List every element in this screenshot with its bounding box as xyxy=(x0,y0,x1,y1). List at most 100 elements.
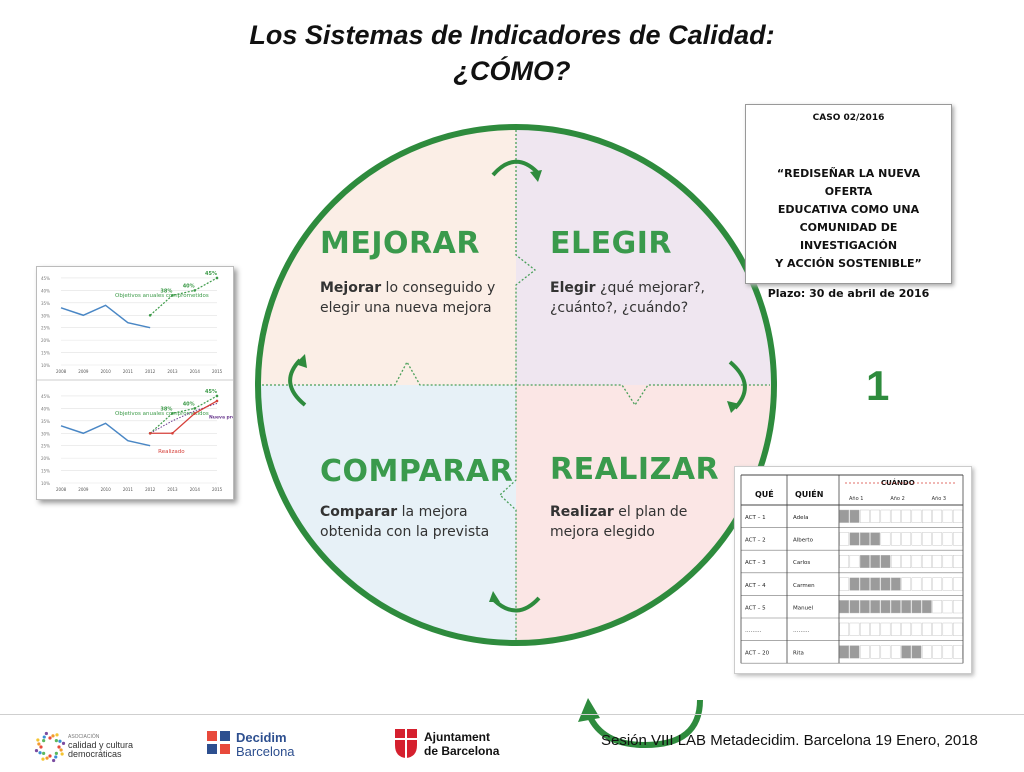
gantt-cell xyxy=(911,622,922,636)
realizado-point xyxy=(215,399,219,403)
y-tick-label: 10% xyxy=(41,481,50,486)
gantt-cell xyxy=(942,532,953,546)
vertical-divider xyxy=(499,130,537,640)
goal-series-line xyxy=(149,395,218,434)
decidim-logo-line: Decidim xyxy=(236,730,287,745)
gantt-cell xyxy=(932,554,943,568)
x-tick-label: 2009 xyxy=(78,369,89,374)
logo-dot xyxy=(45,756,49,760)
goal-point xyxy=(171,294,174,297)
logo-dot xyxy=(61,741,66,745)
cycle-arrowhead-right xyxy=(727,401,740,413)
cycle-circle xyxy=(255,124,777,646)
gantt-cell xyxy=(911,600,922,614)
gantt-cell xyxy=(870,600,881,614)
realizado-point xyxy=(148,431,152,435)
comparar-desc-rest: la mejora xyxy=(397,504,468,520)
y-tick-label: 40% xyxy=(41,406,50,411)
gantt-cell xyxy=(901,622,912,636)
ajuntament-logo-line: de Barcelona xyxy=(424,744,500,758)
mejorar-desc-bold: Mejorar xyxy=(320,280,382,296)
goal-point xyxy=(215,276,219,280)
gantt-cell xyxy=(921,622,932,636)
case-heading-line: “REDISEÑAR LA NUEVA OFERTA xyxy=(776,167,921,198)
y-tick-label: 10% xyxy=(41,363,50,368)
decidim-logo-icon xyxy=(207,731,230,754)
x-tick-label: 2013 xyxy=(167,369,178,374)
big-cycle-arrow xyxy=(585,699,703,749)
y-tick-label: 30% xyxy=(41,313,50,318)
y-tick-label: 35% xyxy=(41,301,50,306)
gantt-cell xyxy=(942,622,953,636)
gantt-cell xyxy=(839,577,850,591)
gantt-cell xyxy=(911,645,922,659)
case-code: CASO 02/2016 xyxy=(812,113,885,123)
gantt-cell xyxy=(859,509,870,523)
goal-series-line xyxy=(149,277,218,316)
mejorar-title: MEJORAR xyxy=(320,226,480,261)
gantt-cell xyxy=(952,600,963,614)
gantt-cell xyxy=(839,554,850,568)
gantt-cell xyxy=(870,645,881,659)
logo-dot xyxy=(60,752,64,756)
real-series-line xyxy=(60,304,151,329)
x-tick-label: 2012 xyxy=(145,487,156,492)
slide-title: Los Sistemas de Indicadores de Calidad: xyxy=(249,20,775,50)
goal-data-label: 40% xyxy=(183,283,195,289)
gantt-cell xyxy=(880,622,891,636)
logo-dot xyxy=(36,738,40,742)
gantt-cell xyxy=(870,577,881,591)
gantt-cell xyxy=(890,532,901,546)
gantt-cell xyxy=(890,509,901,523)
gantt-cell xyxy=(880,554,891,568)
x-tick-label: 2011 xyxy=(123,369,134,374)
realizado-series-line xyxy=(150,400,218,434)
realizar-desc-line2: mejora elegido xyxy=(550,524,655,540)
gantt-cell xyxy=(880,509,891,523)
table-cell-who: Manuel xyxy=(793,605,813,611)
y-tick-label: 20% xyxy=(41,338,50,343)
logo-dot xyxy=(59,748,63,752)
cycle-arrowhead-bottom xyxy=(489,591,500,602)
gantt-cell xyxy=(952,577,963,591)
y-tick-label: 20% xyxy=(41,456,50,461)
gantt-cell xyxy=(901,645,912,659)
x-tick-label: 2008 xyxy=(56,487,67,492)
ajuntament-logo-text: Ajuntament de Barcelona xyxy=(424,730,499,758)
realizado-point xyxy=(193,412,197,415)
x-tick-label: 2010 xyxy=(101,487,112,492)
gantt-cell xyxy=(952,532,963,546)
gantt-cell xyxy=(859,554,870,568)
year-header: Año 3 xyxy=(932,496,946,502)
logo-dot xyxy=(38,751,42,755)
gantt-cell xyxy=(849,600,860,614)
gantt-cell xyxy=(921,645,932,659)
x-tick-label: 2010 xyxy=(101,369,112,374)
table-cell-who: Carmen xyxy=(793,583,815,589)
gantt-cell xyxy=(870,509,881,523)
gantt-cell xyxy=(859,600,870,614)
y-tick-label: 25% xyxy=(41,444,50,449)
gantt-cell xyxy=(921,554,932,568)
gantt-cell xyxy=(859,622,870,636)
y-tick-label: 35% xyxy=(41,419,50,424)
logo-dot xyxy=(48,754,52,758)
logo-dot xyxy=(54,739,58,743)
gantt-cell xyxy=(859,577,870,591)
prevision-label: Nueva previsión xyxy=(209,413,233,420)
goal-point xyxy=(193,407,197,410)
gantt-cell xyxy=(942,600,953,614)
calidad-logo-text: calidad y cultura democráticas xyxy=(68,741,133,759)
prevision-series-line xyxy=(149,402,218,434)
realizar-description: Realizar el plan de mejora elegido xyxy=(550,502,687,542)
year-header: Año 1 xyxy=(849,496,863,502)
x-tick-label: 2011 xyxy=(123,487,134,492)
gantt-cell xyxy=(932,600,943,614)
realizado-point xyxy=(171,431,174,435)
gantt-cell xyxy=(932,532,943,546)
cycle-arrow-top xyxy=(491,159,539,177)
slide-subtitle: ¿CÓMO? xyxy=(453,56,571,86)
gantt-cell xyxy=(911,532,922,546)
